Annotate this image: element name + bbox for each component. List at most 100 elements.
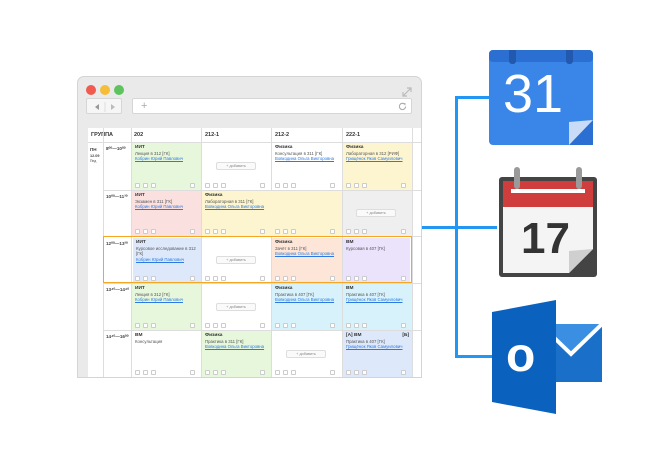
cell-copy-icon[interactable] (190, 183, 195, 188)
teacher-link[interactable]: Грищёнок Яков Самуилович (346, 344, 403, 350)
cell-copy-icon[interactable] (190, 229, 195, 234)
lesson-cell[interactable]: [A] ВМ[Б] Практика в 407 [ГК] Грищёнок Я… (343, 331, 412, 377)
cell-action-icon[interactable] (205, 323, 210, 328)
add-lesson-button[interactable]: + добавить (216, 162, 256, 170)
cell-copy-icon[interactable] (260, 323, 265, 328)
cell-action-icon[interactable] (275, 276, 280, 281)
cell-action-icon[interactable] (362, 370, 367, 375)
cell-action-icon[interactable] (346, 323, 351, 328)
cell-action-icon[interactable] (275, 183, 280, 188)
cell-action-icon[interactable] (275, 229, 280, 234)
cell-copy-icon[interactable] (401, 276, 406, 281)
cell-action-icon[interactable] (221, 183, 226, 188)
cell-action-icon[interactable] (221, 323, 226, 328)
cell-action-icon[interactable] (213, 323, 218, 328)
cell-copy-icon[interactable] (330, 229, 335, 234)
cell-action-icon[interactable] (346, 183, 351, 188)
cell-action-icon[interactable] (346, 276, 351, 281)
lesson-cell[interactable]: ИИТ Курсовое исследование в 312 [ГК] Коб… (133, 238, 201, 282)
cell-action-icon[interactable] (135, 370, 140, 375)
maximize-window-button[interactable] (114, 85, 124, 95)
cell-copy-icon[interactable] (401, 229, 406, 234)
cell-action-icon[interactable] (143, 323, 148, 328)
cell-action-icon[interactable] (135, 229, 140, 234)
cell-copy-icon[interactable] (401, 183, 406, 188)
cell-action-icon[interactable] (135, 323, 140, 328)
cell-copy-icon[interactable] (330, 276, 335, 281)
cell-action-icon[interactable] (213, 276, 218, 281)
close-window-button[interactable] (86, 85, 96, 95)
lesson-cell[interactable]: ИИТ Лекция в 312 [ГК] Кобрин Юрий Павлов… (132, 284, 201, 330)
lesson-cell[interactable]: Физика Практика в 407 [ГК] Вовкодина Оль… (272, 284, 342, 330)
cell-action-icon[interactable] (291, 229, 296, 234)
cell-action-icon[interactable] (354, 183, 359, 188)
teacher-link[interactable]: Вовкодина Ольга Викторовна (275, 297, 335, 303)
cell-action-icon[interactable] (354, 276, 359, 281)
teacher-link[interactable]: Кобрин Юрий Павлович (135, 297, 183, 303)
cell-action-icon[interactable] (346, 370, 351, 375)
lesson-cell[interactable]: Физика Консультация в 311 [ГК] Вовкодина… (272, 143, 342, 190)
cell-action-icon[interactable] (213, 370, 218, 375)
cell-action-icon[interactable] (283, 323, 288, 328)
cell-action-icon[interactable] (346, 229, 351, 234)
cell-action-icon[interactable] (143, 370, 148, 375)
cell-action-icon[interactable] (275, 370, 280, 375)
teacher-link[interactable]: Вовкодина Ольга Викторовна (205, 204, 265, 210)
cell-action-icon[interactable] (151, 276, 156, 281)
cell-action-icon[interactable] (291, 183, 296, 188)
cell-copy-icon[interactable] (260, 276, 265, 281)
cell-action-icon[interactable] (283, 183, 288, 188)
cell-action-icon[interactable] (291, 323, 296, 328)
teacher-link[interactable]: Вовкодина Ольга Викторовна (205, 344, 265, 350)
lesson-cell[interactable]: ВМ Курсовая в 407 [ГК] (343, 238, 410, 282)
cell-action-icon[interactable] (275, 323, 280, 328)
cell-copy-icon[interactable] (330, 370, 335, 375)
teacher-link[interactable]: Вовкодина Ольга Викторовна (275, 251, 335, 257)
add-lesson-button[interactable]: + добавить (286, 350, 326, 358)
reload-icon[interactable] (398, 102, 407, 111)
cell-action-icon[interactable] (135, 183, 140, 188)
lesson-cell[interactable]: ВМ Консультация (132, 331, 201, 377)
add-lesson-button[interactable]: + добавить (356, 209, 396, 217)
lesson-cell[interactable]: Физика Лабораторная в 311 [ГК] Вовкодина… (202, 191, 342, 236)
cell-copy-icon[interactable] (260, 370, 265, 375)
cell-action-icon[interactable] (143, 229, 148, 234)
cell-action-icon[interactable] (221, 370, 226, 375)
lesson-cell[interactable]: Физика Зачёт в 311 [ГК] Вовкодина Ольга … (272, 238, 342, 282)
teacher-link[interactable]: Грищёнок Яков Самуилович (346, 297, 403, 303)
cell-action-icon[interactable] (143, 276, 148, 281)
cell-action-icon[interactable] (221, 276, 226, 281)
cell-action-icon[interactable] (283, 229, 288, 234)
cell-action-icon[interactable] (354, 370, 359, 375)
cell-action-icon[interactable] (151, 183, 156, 188)
apple-calendar-icon[interactable]: 17 (499, 165, 597, 277)
cell-action-icon[interactable] (205, 276, 210, 281)
lesson-cell[interactable]: Физика Лабораторная в 312 [РИФ] Грищёнок… (343, 143, 412, 190)
cell-action-icon[interactable] (283, 276, 288, 281)
cell-action-icon[interactable] (205, 183, 210, 188)
cell-action-icon[interactable] (213, 229, 218, 234)
cell-action-icon[interactable] (135, 276, 140, 281)
teacher-link[interactable]: Грищёнок Яков Самуилович (346, 156, 403, 162)
cell-action-icon[interactable] (205, 229, 210, 234)
cell-action-icon[interactable] (205, 370, 210, 375)
cell-action-icon[interactable] (151, 323, 156, 328)
google-calendar-icon[interactable]: 31 (489, 48, 593, 145)
cell-action-icon[interactable] (151, 370, 156, 375)
cell-action-icon[interactable] (221, 229, 226, 234)
lesson-cell[interactable]: ВМ Практика в 407 [ГК] Грищёнок Яков Сам… (343, 284, 412, 330)
address-bar[interactable]: + (132, 98, 412, 114)
cell-action-icon[interactable] (362, 276, 367, 281)
cell-copy-icon[interactable] (190, 370, 195, 375)
cell-action-icon[interactable] (291, 370, 296, 375)
new-tab-icon[interactable]: + (141, 100, 148, 112)
add-lesson-button[interactable]: + добавить (216, 303, 256, 311)
cell-action-icon[interactable] (151, 229, 156, 234)
teacher-link[interactable]: Кобрин Юрий Павлович (135, 156, 183, 162)
cell-action-icon[interactable] (362, 229, 367, 234)
teacher-link[interactable]: Кобрин Юрий Павлович (135, 204, 183, 210)
teacher-link[interactable]: Кобрин Юрий Павлович (136, 256, 184, 262)
cell-action-icon[interactable] (362, 323, 367, 328)
cell-action-icon[interactable] (143, 183, 148, 188)
cell-action-icon[interactable] (354, 229, 359, 234)
